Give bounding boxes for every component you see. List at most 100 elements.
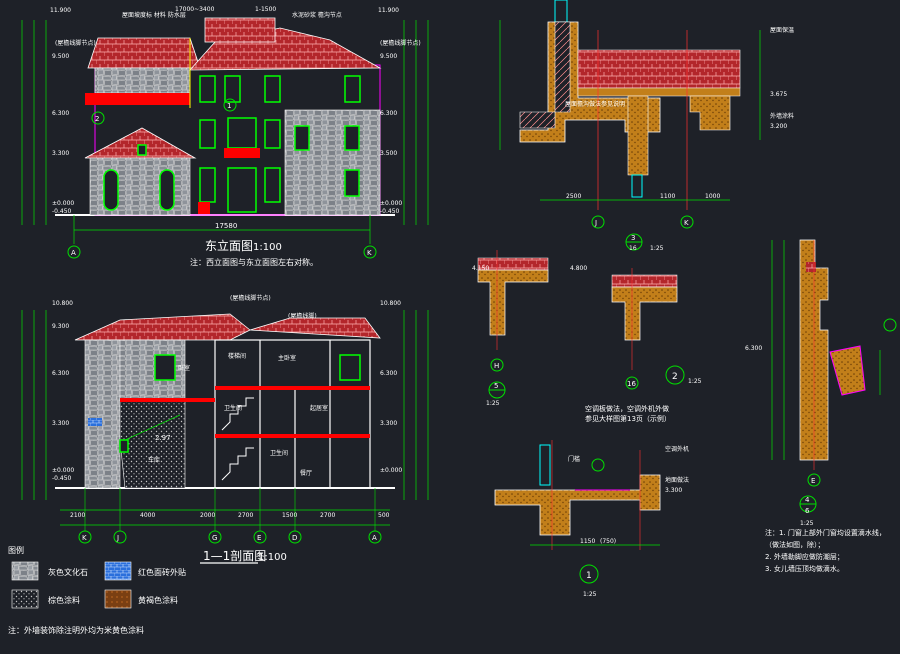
axis-label: K [82,534,87,542]
top-dim: 1-1500 [255,6,276,13]
legend [11,561,132,609]
detail-id: 5 [494,382,498,390]
detail-label: 门槛 [568,455,580,463]
room-label: 楼梯间 [228,352,246,360]
d46-dims [771,240,881,460]
detail-sub: 6 [805,507,810,515]
general-note: 2. 外墙勒脚应做防潮层； [765,552,844,561]
d46-cap [806,262,816,272]
axis-bubble [67,245,81,259]
general-note: 3. 女儿墙压顶均做滴水。 [765,564,844,573]
callout-bubble [591,458,605,472]
elev-left: -0.450 [52,208,72,215]
axis-bubble [625,376,639,390]
legend-swatch-tile [104,561,132,581]
roof-note: (屋檐线脚节点) [230,294,271,302]
top-note: 屋面坡度标 材料 防水层 [122,11,186,19]
d2-section [611,286,678,341]
detail-concrete [519,21,571,129]
detail-scale: 1:25 [800,520,814,527]
detail-dim: 1150 [580,538,595,545]
section-roof-right [249,317,381,339]
elev-left: ±0.000 [52,467,74,474]
room-label: 餐厅 [300,469,312,477]
detail-beam [627,95,649,176]
dim-label: 2700 [238,512,253,519]
legend-label-brown: 黄褐色涂料 [138,595,178,605]
axis-label: 16 [627,380,636,388]
detail-note: 屋面保温 [770,26,794,34]
dim-label: 1500 [282,512,297,519]
detail-window-frame-low [631,174,643,198]
general-note: （做法如图，除）； [765,540,825,549]
elev-right: 9.500 [380,53,397,60]
legend-swatch-stone [11,561,39,581]
detail-callout [579,564,599,584]
axis-label: A [372,534,377,542]
detail-roof-layer [577,87,741,97]
top-dim: 17000~3400 [175,6,215,13]
elev-left: 9.300 [52,323,69,330]
slab [120,398,215,402]
room-label: 卧室 [178,364,190,372]
detail-elev: 4.800 [570,265,587,272]
dim-label: 2700 [320,512,335,519]
detail-2 [611,268,685,390]
dim-label: 2000 [200,512,215,519]
eave-note: (屋檐线脚) [288,312,317,320]
elev-right: ±0.000 [380,467,402,474]
elev-left: 6.300 [52,370,69,377]
legend-swatch-brown [104,589,132,609]
tile-patch [88,418,102,426]
elev-left: 10.800 [52,300,73,307]
detail-id: 1 [586,571,592,581]
axis-bubble [113,530,127,544]
detail-dim: 1000 [705,193,720,200]
detail-roof-tiles [577,49,741,89]
callout-1: 1 [227,102,231,110]
d1-slab [494,474,661,536]
detail-window-frame [554,0,568,23]
d2-roof [611,274,678,288]
detail-label: 空调外机 [665,445,689,453]
detail-note: 屋面檐沟做法参见说明 [565,100,625,108]
detail-dim: (750) [600,538,616,545]
detail-note: 外墙涂料 [770,112,794,120]
axis-bubble [490,358,504,372]
axis-bubble [363,245,377,259]
elev-right: 6.300 [380,110,397,117]
detail-note: 空调板做法，空调外机外做 [585,404,669,413]
detail-dims [499,20,761,201]
room-label: 卫生间 [224,404,242,412]
east-elevation-note: 注：西立面图与东立面图左右对称。 [190,257,318,267]
elev-left: 6.300 [52,110,69,117]
axis-bubble [807,473,821,487]
axis-label-j: J [594,219,597,227]
stone-band-upper [94,67,191,94]
detail-1 [494,440,661,584]
section-garage [119,399,186,489]
detail-5 [477,250,549,399]
detail-dim: 1100 [660,193,675,200]
eave-note-left: (屋檐线脚节点) [55,39,96,47]
axis-label-a: A [71,249,76,257]
roof-dormer [204,17,276,43]
elev-left: 9.500 [52,53,69,60]
slope-value: 2.97 [155,434,171,442]
axis-label: D [292,534,297,542]
labels: 东立面图 1:100 注：西立面图与东立面图左右对称。 17580 A K 2 … [8,6,886,635]
axis-bubble [680,215,694,229]
detail-id: 3 [631,234,635,242]
legend-label-stone: 灰色文化石 [48,567,88,577]
elevation-windows [103,75,361,213]
detail-elev: 6.300 [745,345,762,352]
east-elevation-scale: 1:100 [253,242,282,253]
section-windows [119,354,361,453]
detail-dim: 2500 [566,193,581,200]
detail-scale: 1:25 [650,245,664,252]
elev-top-left: 11.900 [50,7,71,14]
room-label: 车库 [148,456,160,464]
elev-left: -0.450 [52,475,72,482]
